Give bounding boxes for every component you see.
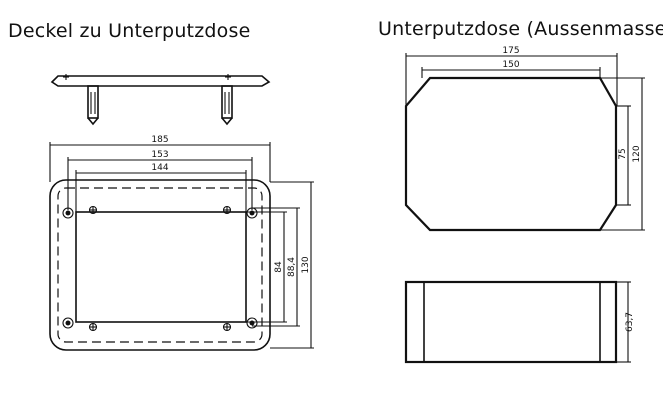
dim-lid-window-height: 84 — [274, 261, 284, 273]
lid-vertical-dimensions — [246, 181, 314, 349]
box-side-view: 63,7 — [404, 280, 635, 364]
lid-title: Deckel zu Unterputzdose — [8, 20, 251, 42]
dim-lid-outer-height: 130 — [301, 256, 311, 273]
dim-box-face-width: 150 — [502, 60, 519, 70]
screw-holes — [62, 207, 258, 329]
dim-box-outer-height: 120 — [632, 145, 642, 162]
dim-box-depth: 63,7 — [625, 312, 635, 332]
lid-top-view: 185 153 144 84 88,4 130 — [49, 135, 314, 351]
box-title: Unterputzdose (Aussenmasse) — [378, 18, 663, 40]
box-top-view: 175 150 75 120 — [404, 46, 645, 232]
dim-lid-window-width: 144 — [151, 163, 168, 173]
dim-box-outer-width: 175 — [502, 46, 519, 56]
dim-lid-hole-width: 153 — [151, 150, 168, 160]
lid-side-view — [50, 74, 271, 126]
dim-box-face-height: 75 — [618, 148, 628, 159]
screw-crosses — [88, 205, 232, 332]
dim-lid-outer-width: 185 — [151, 135, 168, 145]
lid-horizontal-dimensions — [49, 142, 271, 212]
dim-lid-hole-height: 88,4 — [287, 257, 297, 277]
